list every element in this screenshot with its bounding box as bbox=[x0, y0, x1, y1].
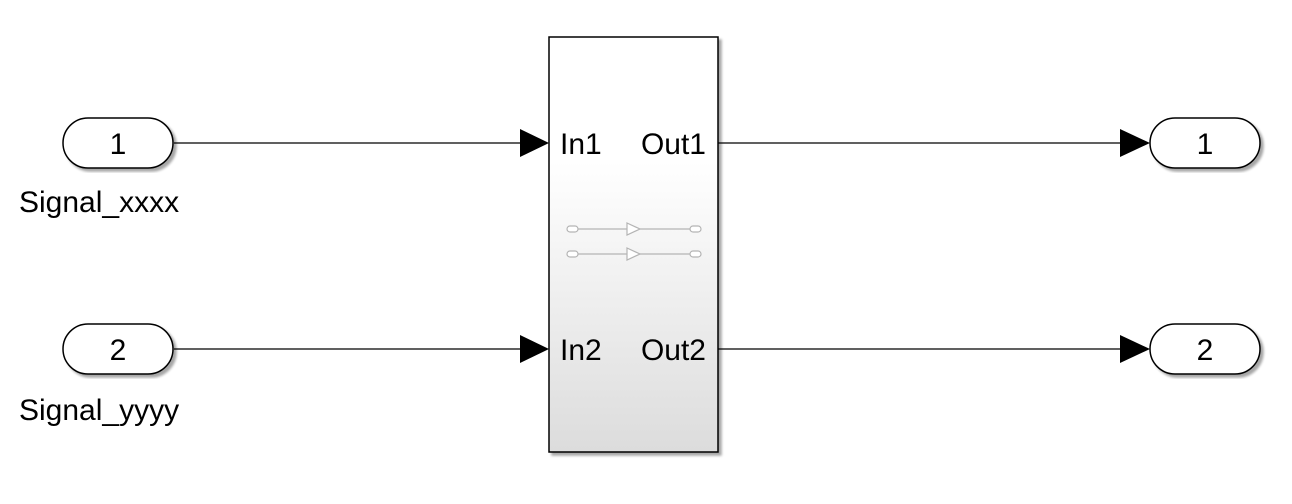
inport-block-2-shape bbox=[62, 323, 174, 375]
subsystem-passthrough-icon bbox=[566, 222, 702, 261]
outport-block-2[interactable]: 2 bbox=[1149, 323, 1261, 375]
arrowhead-out2 bbox=[1120, 335, 1150, 363]
arrowhead-in1 bbox=[520, 129, 549, 157]
subsystem-block-shape bbox=[548, 36, 719, 453]
signal-name-2[interactable]: Signal_yyyy bbox=[19, 394, 179, 427]
subsystem-input-label-1: In1 bbox=[560, 128, 602, 161]
inport-block-1[interactable]: 1 bbox=[62, 117, 174, 169]
inport-block-2-number: 2 bbox=[110, 334, 127, 367]
subsystem-input-label-2: In2 bbox=[560, 334, 602, 367]
outport-block-2-number: 2 bbox=[1197, 334, 1214, 367]
arrowhead-out1 bbox=[1120, 129, 1150, 157]
inport-block-1-number: 1 bbox=[110, 128, 127, 161]
signal-name-1[interactable]: Signal_xxxx bbox=[19, 186, 179, 219]
subsystem-output-label-2: Out2 bbox=[641, 334, 706, 367]
inport-block-1-shape bbox=[62, 117, 174, 169]
arrowhead-in2 bbox=[520, 335, 549, 363]
outport-block-1[interactable]: 1 bbox=[1149, 117, 1261, 169]
outport-block-1-shape bbox=[1149, 117, 1261, 169]
subsystem-block[interactable]: In1 Out1 In2 Out2 bbox=[548, 36, 719, 453]
inport-block-2[interactable]: 2 bbox=[62, 323, 174, 375]
outport-block-1-number: 1 bbox=[1197, 128, 1214, 161]
subsystem-output-label-1: Out1 bbox=[641, 128, 706, 161]
outport-block-2-shape bbox=[1149, 323, 1261, 375]
